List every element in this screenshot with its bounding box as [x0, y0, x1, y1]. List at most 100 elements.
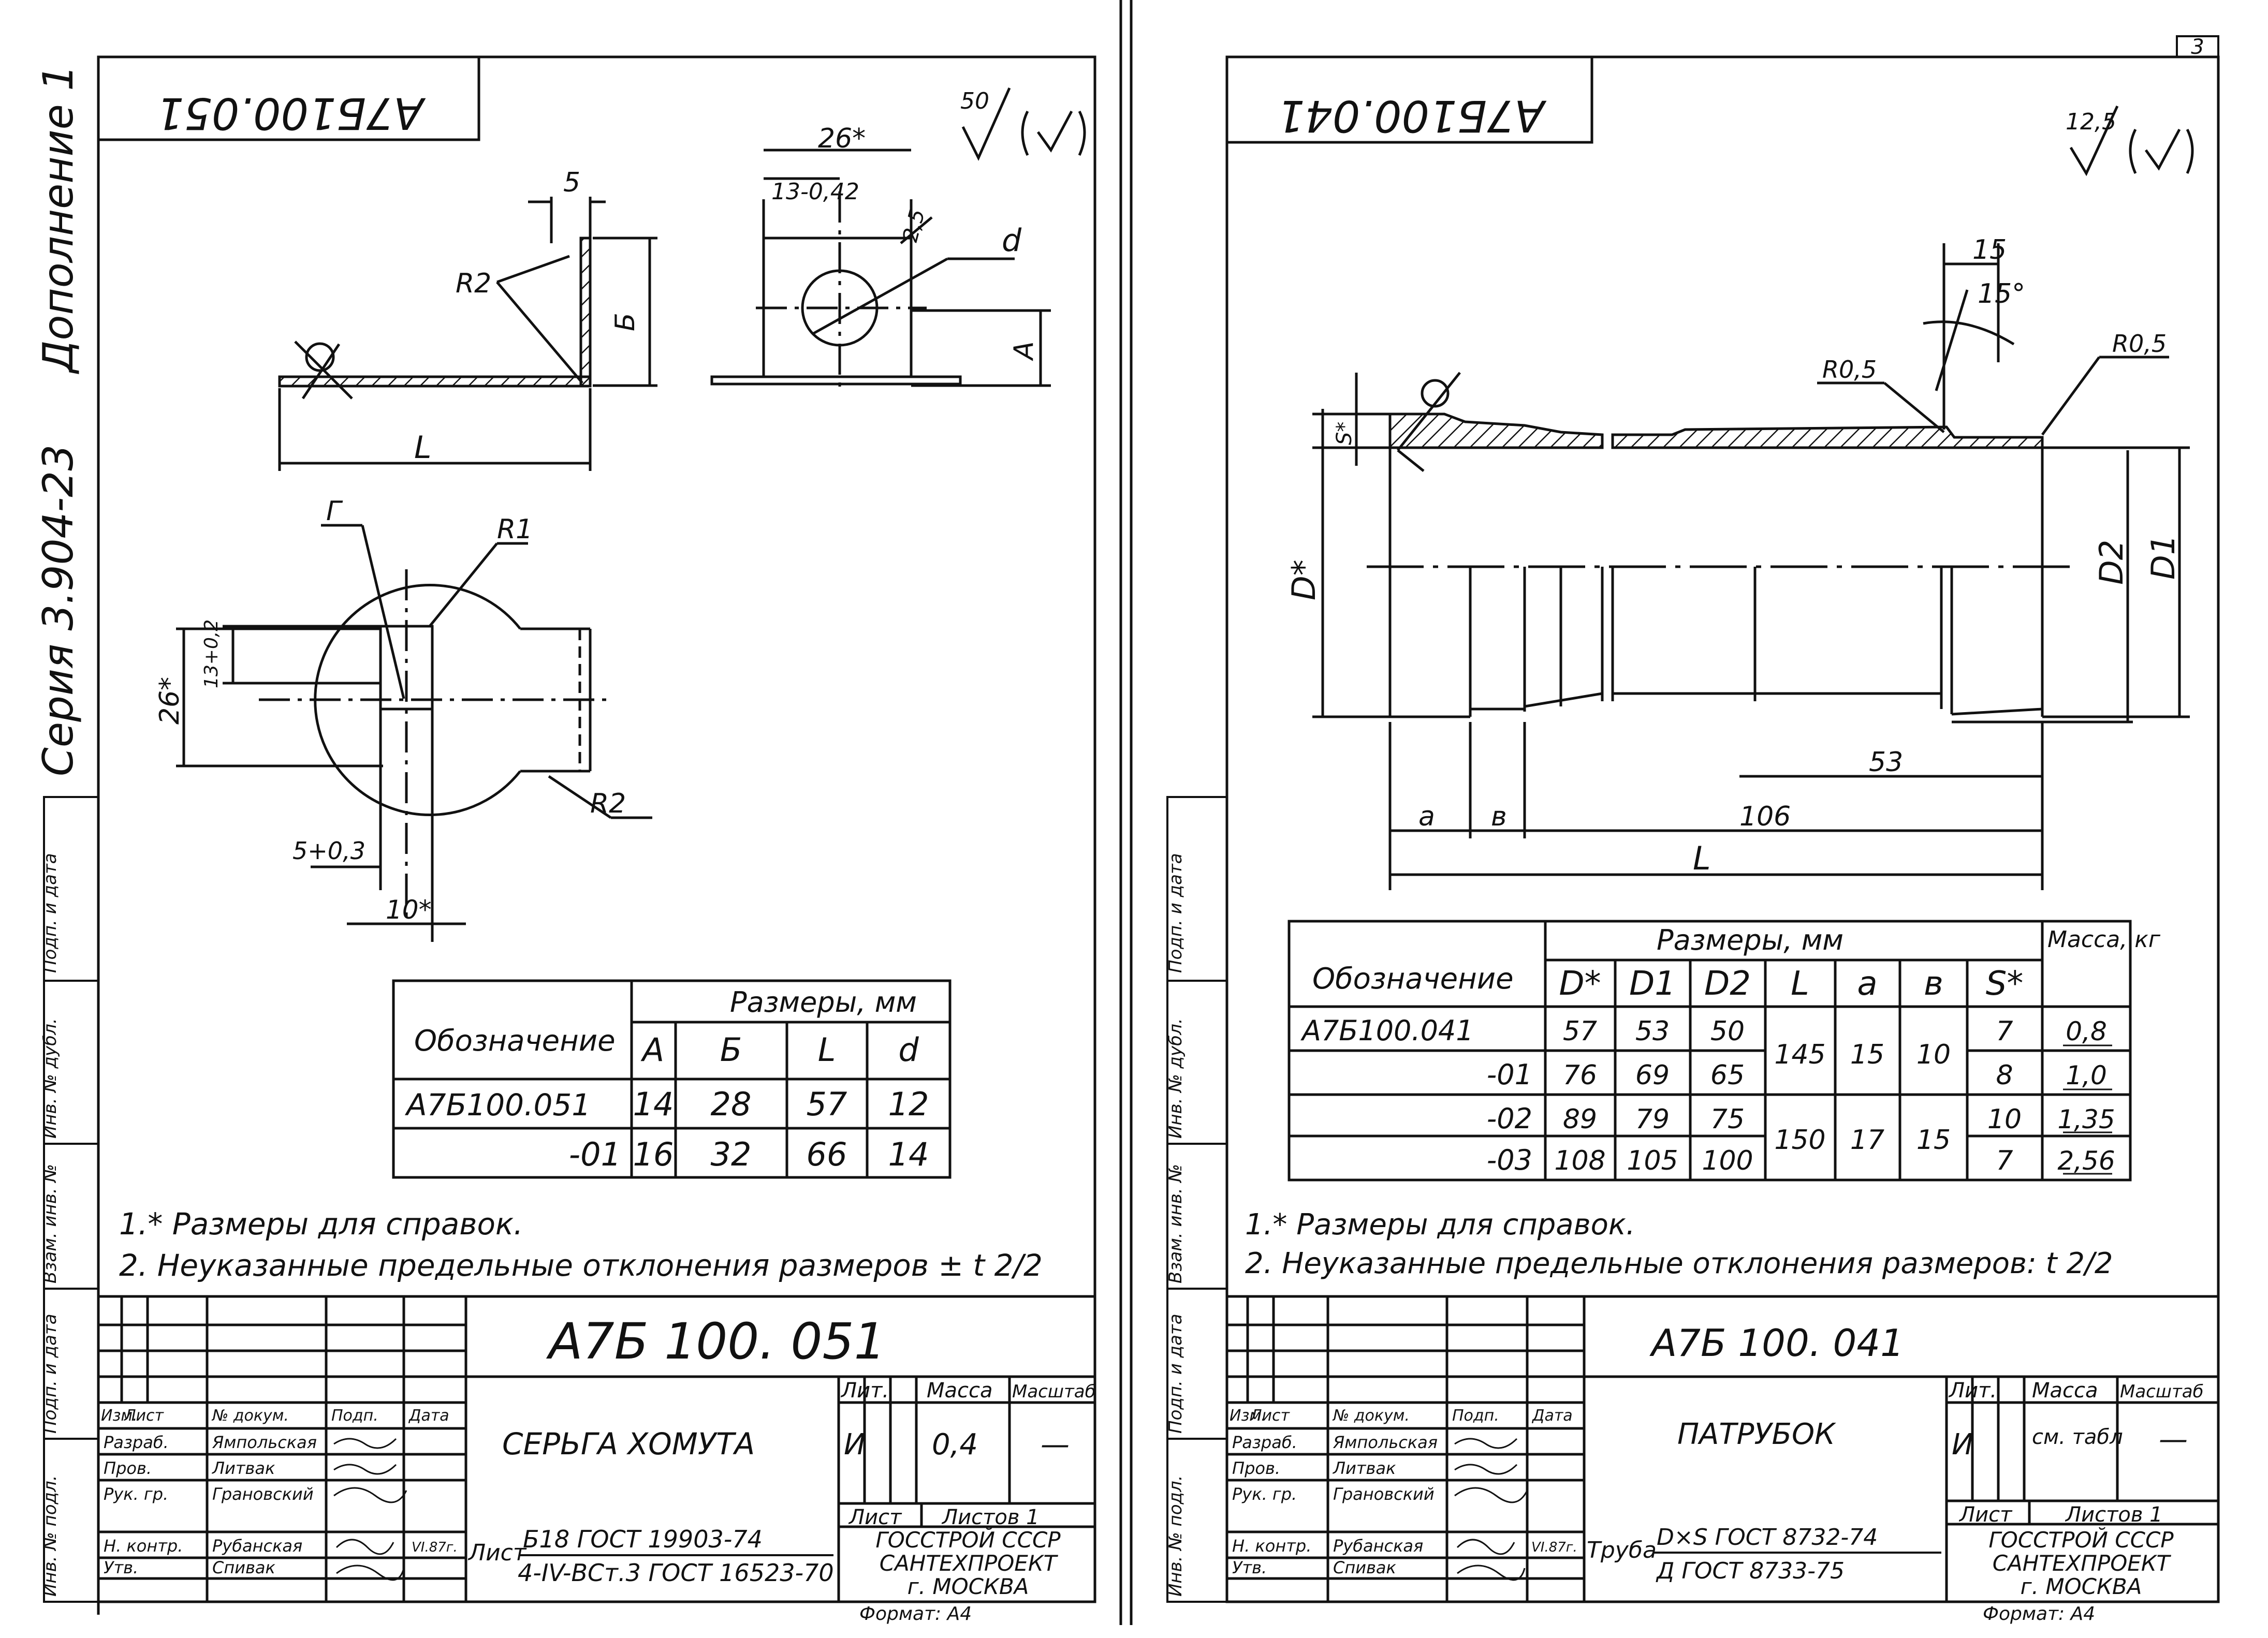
note: 1.* Размеры для справок. — [119, 1206, 523, 1242]
svg-text:Изм.: Изм. — [1230, 1407, 1266, 1425]
svg-text:5+0,3: 5+0,3 — [292, 837, 365, 865]
svg-text:69: 69 — [1635, 1060, 1670, 1091]
stamp-field: Взам. инв. № — [1165, 1164, 1186, 1283]
svg-text:L: L — [1693, 839, 1711, 877]
svg-text:Г: Г — [326, 496, 343, 527]
svg-text:Рук. гр.: Рук. гр. — [104, 1484, 168, 1504]
svg-text:Масса: Масса — [2032, 1379, 2098, 1403]
svg-text:Лист: Лист — [848, 1506, 902, 1529]
svg-text:Лист: Лист — [1250, 1407, 1291, 1425]
svg-text:106: 106 — [1739, 801, 1791, 832]
svg-text:Дата: Дата — [1531, 1407, 1573, 1425]
svg-text:—: — — [2159, 1423, 2188, 1456]
svg-text:Листов 1: Листов 1 — [941, 1506, 1040, 1529]
bracket-side-view — [278, 197, 657, 471]
svg-text:79: 79 — [1635, 1104, 1670, 1135]
svg-text:53: 53 — [1635, 1016, 1670, 1047]
plan-view-dims: Г R1 26* 13+0,2 R2 5+0,3 10* — [154, 496, 626, 925]
svg-text:Грановский: Грановский — [212, 1484, 314, 1504]
corner-code-box: А7Б100.051 — [98, 57, 480, 141]
svg-text:12,5: 12,5 — [2066, 109, 2116, 135]
svg-text:Б: Б — [720, 1031, 742, 1069]
svg-text:65: 65 — [1710, 1060, 1745, 1091]
svg-text:Формат: А4: Формат: А4 — [1983, 1603, 2095, 1625]
page-number-box: 3 — [2176, 35, 2219, 59]
svg-text:Лист: Лист — [467, 1540, 527, 1566]
svg-text:И: И — [1952, 1428, 1973, 1462]
svg-text:0,8: 0,8 — [2066, 1016, 2107, 1046]
table-header: Обозначение — [414, 1024, 616, 1058]
svg-text:D2: D2 — [2093, 540, 2130, 585]
svg-text:S*: S* — [1333, 422, 1356, 445]
note: 1.* Размеры для справок. — [1245, 1208, 1635, 1242]
svg-text:Д ГОСТ 8733-75: Д ГОСТ 8733-75 — [1656, 1558, 1845, 1584]
svg-text:Б: Б — [610, 313, 641, 331]
svg-text:Изм.: Изм. — [101, 1407, 138, 1425]
page-frames — [97, 0, 2220, 1625]
svg-text:R2: R2 — [590, 788, 626, 819]
svg-text:32: 32 — [711, 1135, 752, 1173]
svg-text:7: 7 — [1996, 1016, 2013, 1047]
svg-text:5: 5 — [563, 167, 580, 198]
svg-text:15°: 15° — [1978, 278, 2025, 309]
svg-text:№ докум.: № докум. — [1332, 1407, 1410, 1425]
svg-text:Лист: Лист — [124, 1407, 165, 1425]
svg-text:Б18 ГОСТ 19903-74: Б18 ГОСТ 19903-74 — [523, 1525, 763, 1553]
svg-text:105: 105 — [1627, 1145, 1678, 1176]
svg-text:Масса, кг: Масса, кг — [2047, 926, 2161, 953]
left-dims-table-text: Обозначение Размеры, мм А Б L d А7Б100.0… — [404, 986, 929, 1173]
svg-text:Рук. гр.: Рук. гр. — [1232, 1484, 1297, 1504]
corner-code: А7Б100.051 — [156, 88, 426, 139]
svg-text:D1: D1 — [2144, 535, 2182, 580]
svg-text:66: 66 — [807, 1135, 847, 1173]
svg-text:7: 7 — [1996, 1145, 2013, 1176]
svg-text:100: 100 — [1702, 1145, 1753, 1176]
corner-code: А7Б100.041 — [1277, 91, 1547, 141]
svg-text:8: 8 — [1996, 1060, 2013, 1091]
svg-text:Лит.: Лит. — [1948, 1379, 1997, 1403]
right-sheet: А7Б100.041 12,5 — [1225, 57, 2220, 1625]
svg-text:10: 10 — [1987, 1104, 2022, 1135]
svg-text:Масса: Масса — [927, 1379, 993, 1403]
svg-text:108: 108 — [1554, 1145, 1605, 1176]
svg-text:14: 14 — [633, 1085, 674, 1123]
svg-text:15: 15 — [1850, 1039, 1884, 1070]
svg-text:Н. контр.: Н. контр. — [1232, 1536, 1311, 1556]
svg-text:145: 145 — [1774, 1039, 1825, 1070]
svg-text:4-IV-ВСт.3 ГОСТ 16523-70: 4-IV-ВСт.3 ГОСТ 16523-70 — [518, 1559, 834, 1587]
left-title-block — [97, 1295, 1096, 1603]
right-dims-table — [1287, 920, 2132, 1182]
svg-text:14: 14 — [888, 1135, 929, 1173]
front-view-dims: 26* 13-0,42 2,5 d А — [771, 123, 1040, 361]
svg-text:28: 28 — [711, 1085, 752, 1123]
stamp-field: Подп. и дата — [40, 1314, 61, 1434]
svg-text:a: a — [1418, 801, 1435, 832]
svg-text:Формат: А4: Формат: А4 — [859, 1603, 972, 1625]
svg-text:И: И — [844, 1428, 866, 1462]
right-title-block-text: А7Б 100. 041 Изм. Лист № докум. Подп. Да… — [1230, 1321, 2204, 1625]
svg-text:Утв.: Утв. — [104, 1558, 138, 1577]
svg-text:см. табл: см. табл — [2032, 1425, 2123, 1449]
svg-text:Листов 1: Листов 1 — [2065, 1503, 2163, 1527]
svg-text:2,56: 2,56 — [2057, 1146, 2115, 1176]
svg-text:Масштаб: Масштаб — [1012, 1381, 1096, 1402]
svg-text:a: a — [1857, 965, 1877, 1003]
svg-text:13-0,42: 13-0,42 — [771, 179, 859, 205]
roughness-symbol: 50 — [960, 87, 1086, 161]
svg-text:R0,5: R0,5 — [2112, 330, 2167, 358]
svg-text:D*: D* — [1285, 559, 1323, 600]
svg-text:Н. контр.: Н. контр. — [104, 1536, 183, 1556]
svg-text:L: L — [818, 1031, 836, 1069]
svg-text:Литвак: Литвак — [1333, 1458, 1396, 1478]
svg-text:Ямпольская: Ямпольская — [1333, 1433, 1438, 1452]
bracket-plan-view — [176, 524, 652, 942]
svg-text:Подп.: Подп. — [331, 1407, 378, 1425]
right-title-block — [1225, 1295, 2220, 1603]
svg-text:D1: D1 — [1629, 965, 1676, 1003]
svg-text:-02: -02 — [1487, 1102, 1532, 1135]
svg-text:15: 15 — [1916, 1125, 1951, 1156]
svg-text:0,4: 0,4 — [932, 1428, 978, 1462]
svg-text:57: 57 — [807, 1085, 847, 1123]
svg-text:А: А — [1008, 341, 1040, 361]
svg-text:50: 50 — [1710, 1016, 1745, 1047]
